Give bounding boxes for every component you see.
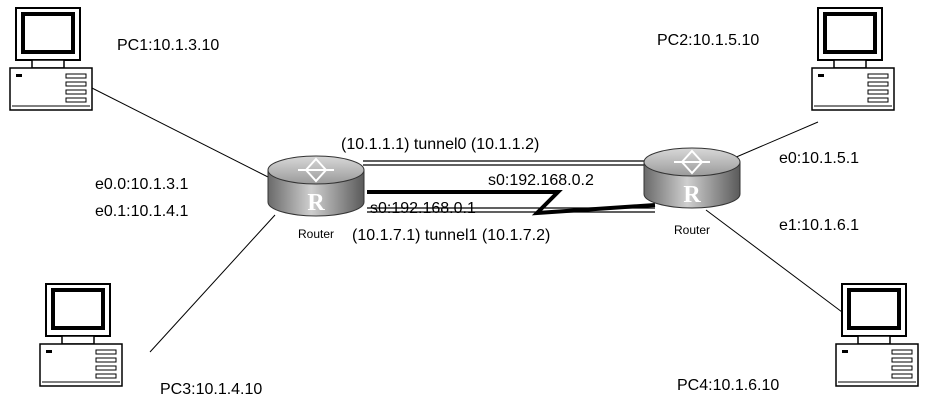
serial-link — [367, 190, 656, 216]
link-pc3-router — [149, 214, 276, 353]
router-right-glyph: R — [683, 182, 701, 208]
pc1-label: PC1:10.1.3.10 — [117, 37, 219, 54]
pc3-label: PC3:10.1.4.10 — [160, 381, 262, 398]
right-interface-e1: e1:10.1.6.1 — [779, 217, 859, 234]
links — [87, 85, 851, 353]
right-interface-s0: s0:192.168.0.2 — [488, 172, 594, 189]
router-right: R Router — [643, 147, 741, 237]
pc1-computer-icon — [8, 6, 94, 112]
right-interface-e0: e0:10.1.5.1 — [779, 150, 859, 167]
router-left-caption: Router — [298, 227, 334, 241]
pc4-label: PC4:10.1.6.10 — [677, 377, 779, 394]
link-pc1-router — [87, 85, 271, 179]
tunnel0-label: (10.1.1.1) tunnel0 (10.1.1.2) — [341, 136, 539, 153]
router-arrows-icon — [674, 149, 710, 175]
pc3-computer-icon — [38, 282, 124, 388]
left-interface-e01: e0.1:10.1.4.1 — [95, 203, 189, 220]
left-interface-e00: e0.0:10.1.3.1 — [95, 176, 189, 193]
router-right-caption: Router — [674, 223, 710, 237]
link-pc4-router — [705, 209, 851, 319]
pc2-label: PC2:10.1.5.10 — [657, 32, 759, 49]
pc2-computer-icon — [810, 6, 896, 112]
tunnel1-label: (10.1.7.1) tunnel1 (10.1.7.2) — [352, 227, 550, 244]
router-left: R Router — [267, 155, 365, 241]
pc4-computer-icon — [834, 282, 920, 388]
left-interface-s0: s0:192.168.0.1 — [370, 200, 476, 217]
router-left-glyph: R — [307, 190, 325, 216]
router-arrows-icon — [298, 157, 334, 183]
